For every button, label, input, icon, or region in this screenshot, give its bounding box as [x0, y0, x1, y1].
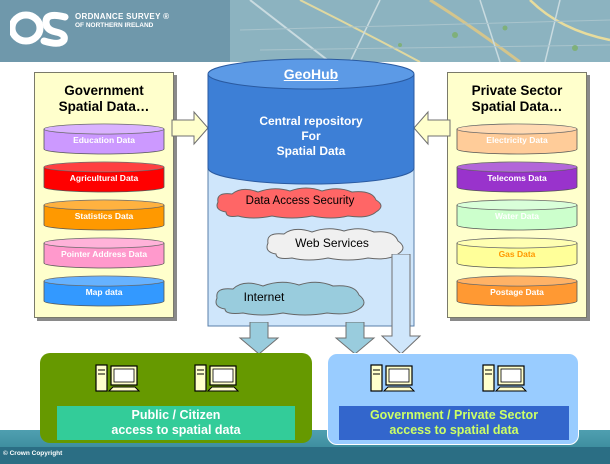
web-services-cloud — [266, 228, 404, 261]
logo-title: ORDNANCE SURVEY ® — [75, 12, 170, 21]
database-icon — [456, 237, 578, 269]
logo-subtitle: OF NORTHERN IRELAND — [75, 22, 154, 29]
database-icon — [456, 199, 578, 231]
private-item-label: Water Data — [494, 211, 540, 221]
government-caption: Government / Private Sector access to sp… — [339, 406, 569, 440]
arrow-down-icon — [380, 254, 422, 355]
database-icon — [43, 161, 165, 193]
government-item-cylinder: Map data — [43, 275, 165, 307]
computer-icon — [482, 364, 528, 392]
geohub-line1: Central repository — [259, 114, 363, 128]
government-item-label: Education Data — [73, 135, 135, 145]
computer-icon — [194, 364, 240, 392]
computer-icon — [95, 364, 141, 392]
private-panel: Private Sector Spatial Data… Electricity… — [447, 72, 587, 318]
private-item-cylinder: Gas Data — [456, 237, 578, 269]
database-icon — [43, 123, 165, 155]
government-item-label: Agricultural Data — [69, 173, 139, 183]
database-icon — [43, 199, 165, 231]
header-banner: ORDNANCE SURVEY ® OF NORTHERN IRELAND — [0, 0, 610, 62]
private-item-label: Gas Data — [498, 249, 536, 259]
copyright-text: © Crown Copyright — [3, 450, 63, 457]
internet-label: Internet — [243, 290, 285, 304]
database-icon — [43, 237, 165, 269]
government-caption-line1: Government / Private Sector — [369, 408, 539, 422]
database-icon — [456, 161, 578, 193]
government-item-cylinder: Pointer Address Data — [43, 237, 165, 269]
government-item-label: Map data — [85, 287, 123, 297]
database-icon — [456, 275, 578, 307]
private-item-cylinder: Telecoms Data — [456, 161, 578, 193]
private-item-label: Telecoms Data — [487, 173, 547, 183]
security-cloud-label: Data Access Security — [245, 195, 355, 207]
private-item-cylinder: Postage Data — [456, 275, 578, 307]
government-item-label: Pointer Address Data — [60, 249, 148, 259]
government-item-cylinder: Agricultural Data — [43, 161, 165, 193]
public-caption-line1: Public / Citizen — [131, 408, 221, 422]
computer-icon — [370, 364, 416, 392]
database-icon — [43, 275, 165, 307]
arrow-right-icon — [171, 110, 209, 146]
public-caption: Public / Citizen access to spatial data — [57, 406, 295, 440]
private-title-line2: Spatial Data… — [471, 99, 563, 114]
government-item-cylinder: Education Data — [43, 123, 165, 155]
arrow-down-icon — [238, 322, 280, 355]
arrow-left-icon — [413, 110, 451, 146]
public-caption-line2: access to spatial data — [111, 423, 241, 437]
private-item-label: Electricity Data — [486, 135, 548, 145]
internet-cloud — [215, 281, 365, 316]
government-item-label: Statistics Data — [74, 211, 134, 221]
government-title-line1: Government — [64, 83, 144, 98]
geohub-title: GeoHub — [283, 66, 339, 82]
private-item-label: Postage Data — [490, 287, 544, 297]
private-item-cylinder: Electricity Data — [456, 123, 578, 155]
geohub-line3: Spatial Data — [276, 144, 346, 158]
government-caption-line2: access to spatial data — [389, 423, 519, 437]
os-logo-icon — [10, 11, 69, 47]
web-services-label: Web Services — [295, 236, 369, 250]
arrow-down-icon — [334, 322, 376, 355]
government-item-cylinder: Statistics Data — [43, 199, 165, 231]
private-title-line1: Private Sector — [471, 83, 563, 98]
geohub-line2: For — [301, 129, 321, 143]
private-item-cylinder: Water Data — [456, 199, 578, 231]
government-title-line2: Spatial Data… — [58, 99, 150, 114]
security-cloud — [216, 187, 382, 219]
footer-strip — [0, 447, 610, 464]
map-background — [0, 0, 610, 62]
database-icon — [456, 123, 578, 155]
